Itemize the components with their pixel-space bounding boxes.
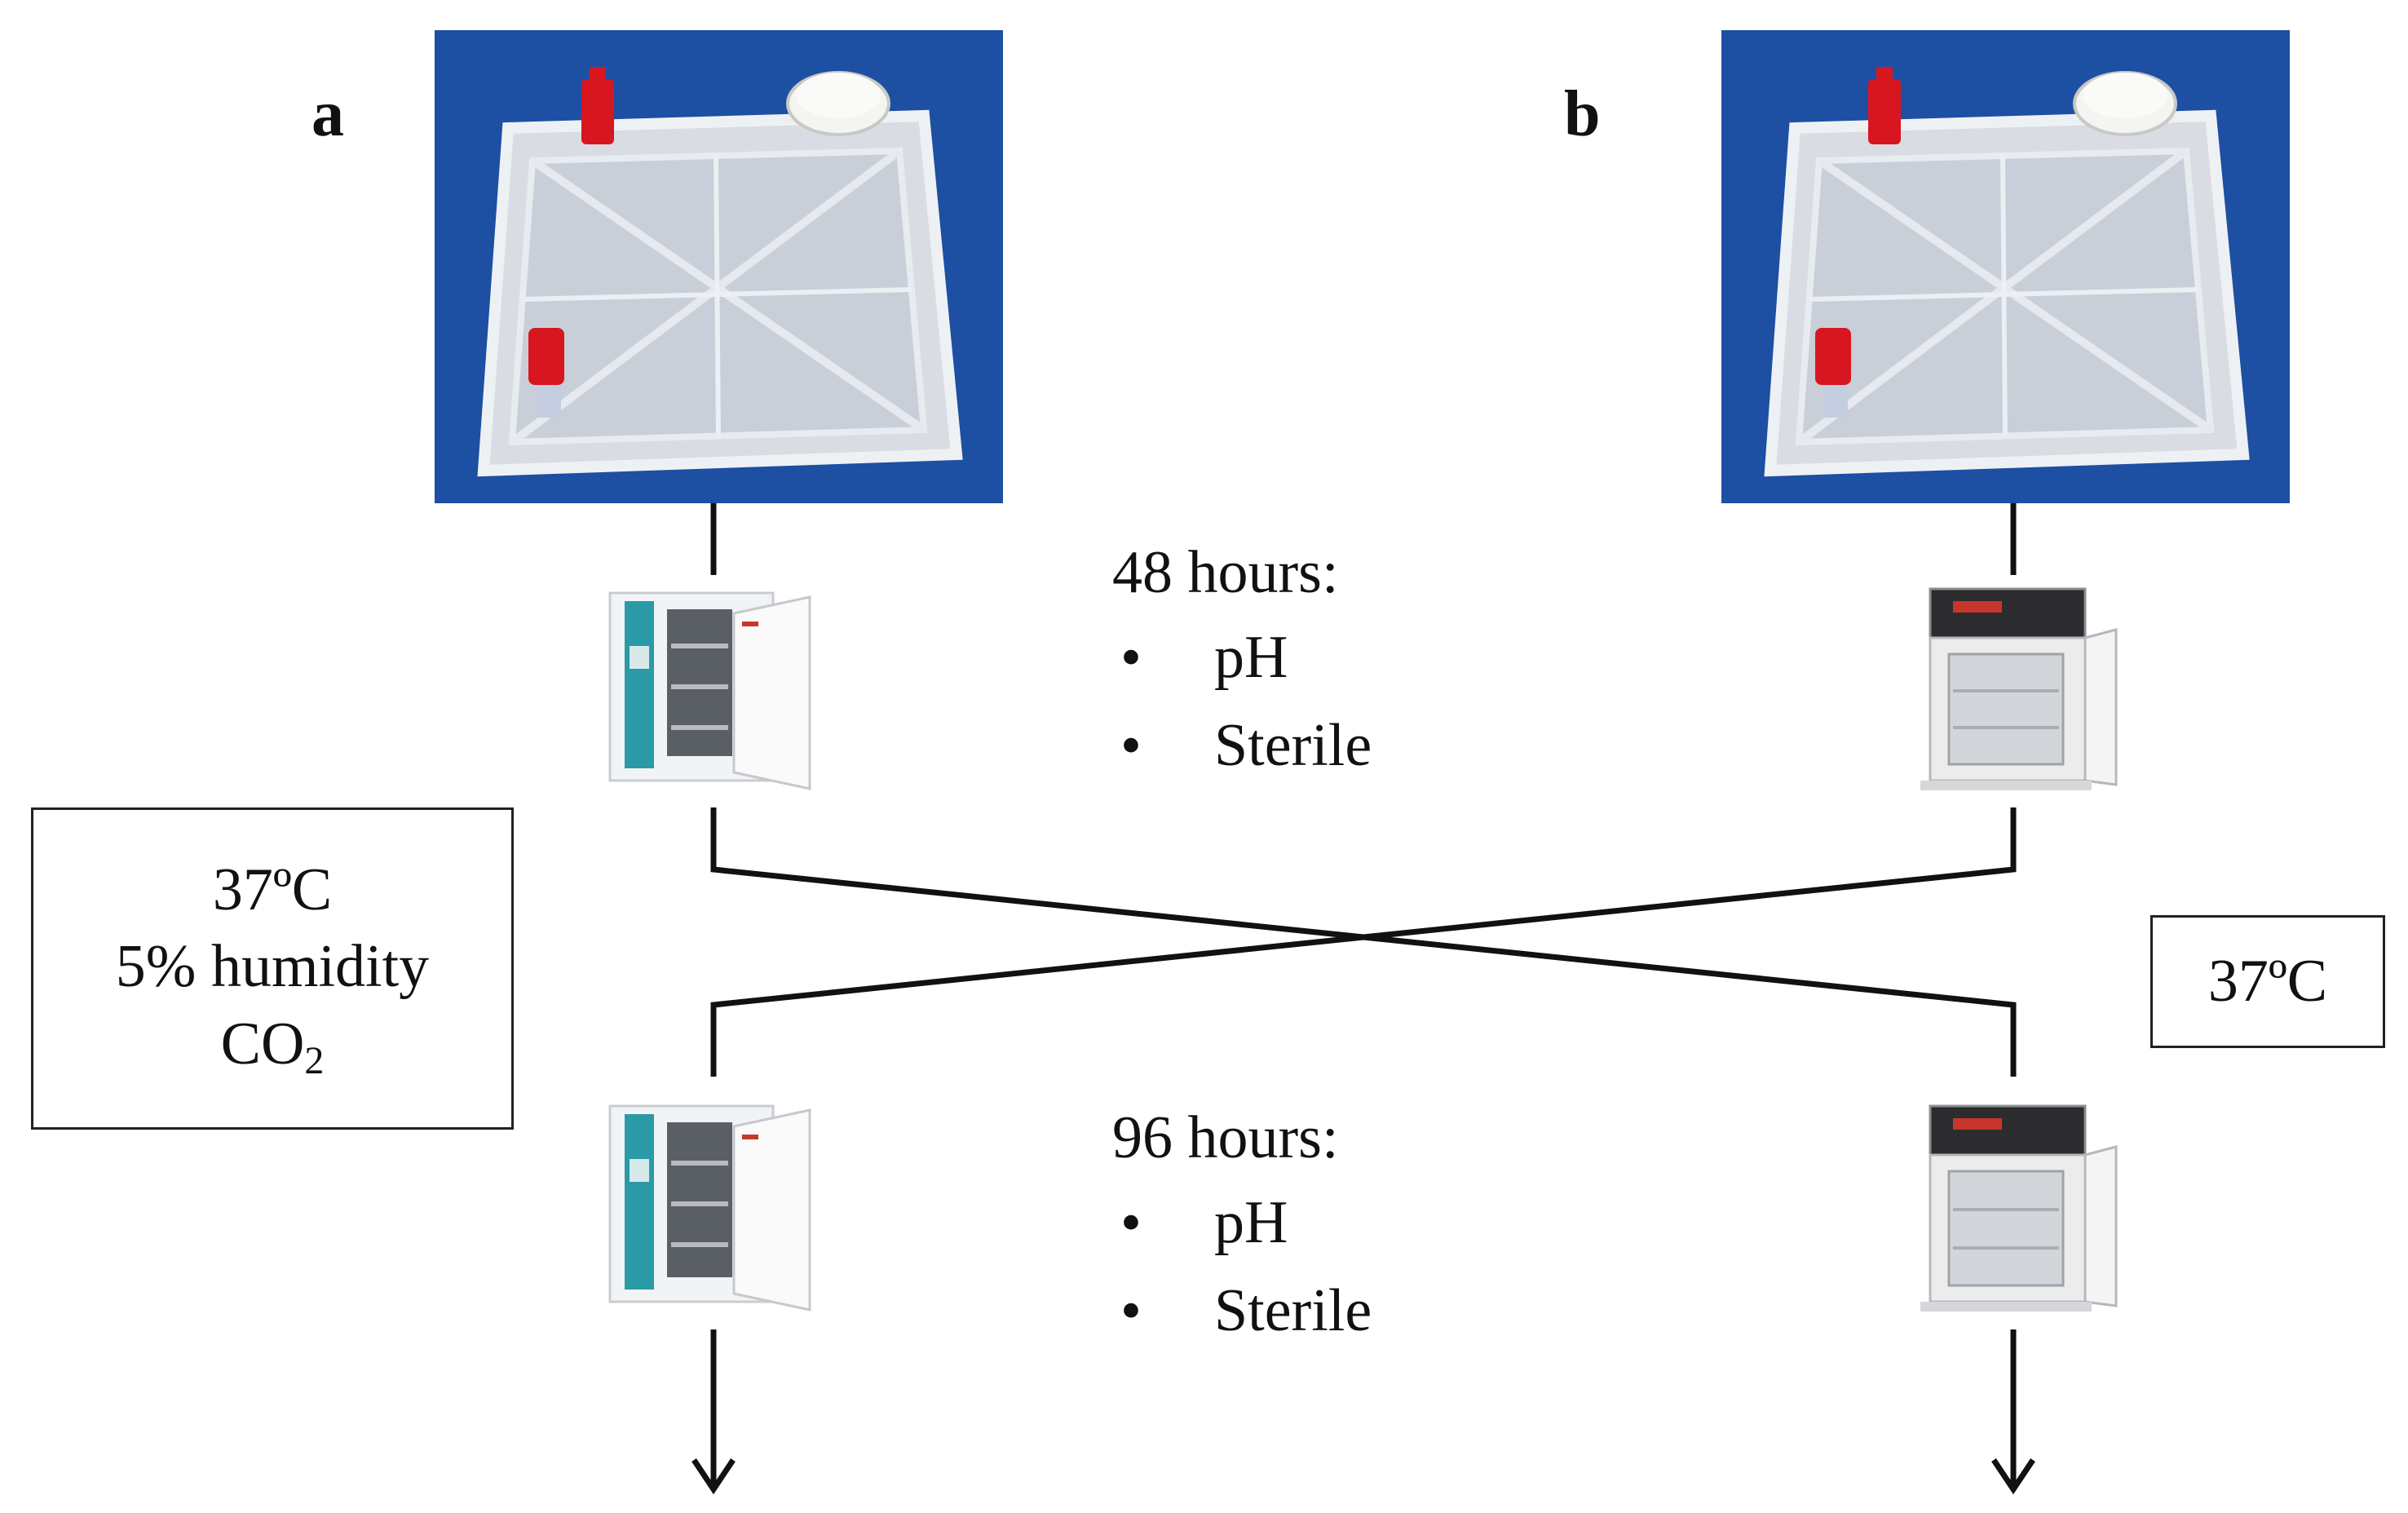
temperature-label: 37ºC	[212, 856, 333, 923]
list-item: •Sterile	[1120, 712, 1372, 779]
co2-incubator-icon	[602, 581, 822, 805]
crossover-a-to-b	[710, 807, 2017, 1077]
list-item: •Sterile	[1120, 1277, 1372, 1344]
standard-incubator-icon	[1920, 581, 2124, 797]
culture-bag-photo-icon	[435, 30, 1003, 503]
co2-incubator-icon	[602, 1090, 822, 1326]
standard-incubator-icon	[1920, 1098, 2124, 1318]
arrow-down-icon	[691, 1329, 736, 1495]
checkpoint-list: •pH •Sterile	[1112, 627, 1372, 803]
standard-incubator-conditions: 37ºC	[2150, 915, 2385, 1048]
humidity-label: 5% humidity	[115, 933, 430, 1001]
checkpoint-48h: 48 hours: •pH •Sterile	[1112, 542, 1372, 803]
checkpoint-heading: 96 hours:	[1112, 1104, 1339, 1171]
co2-label: CO2	[220, 1011, 325, 1082]
temperature-label: 37ºC	[2207, 948, 2328, 1015]
crossover-b-to-a	[710, 807, 2017, 1077]
checkpoint-heading: 48 hours:	[1112, 539, 1339, 606]
culture-bag-photo-icon	[1721, 30, 2290, 503]
list-item: •pH	[1120, 624, 1288, 691]
co2-incubator-conditions: 37ºC 5% humidity CO2	[31, 807, 514, 1130]
checkpoint-96h: 96 hours: •pH •Sterile	[1112, 1108, 1372, 1369]
panel-label-b: b	[1564, 78, 1601, 150]
arrow-down-icon	[1991, 1329, 2035, 1495]
list-item: •pH	[1120, 1189, 1288, 1256]
panel-label-a: a	[311, 78, 344, 150]
checkpoint-list: •pH •Sterile	[1112, 1192, 1372, 1369]
